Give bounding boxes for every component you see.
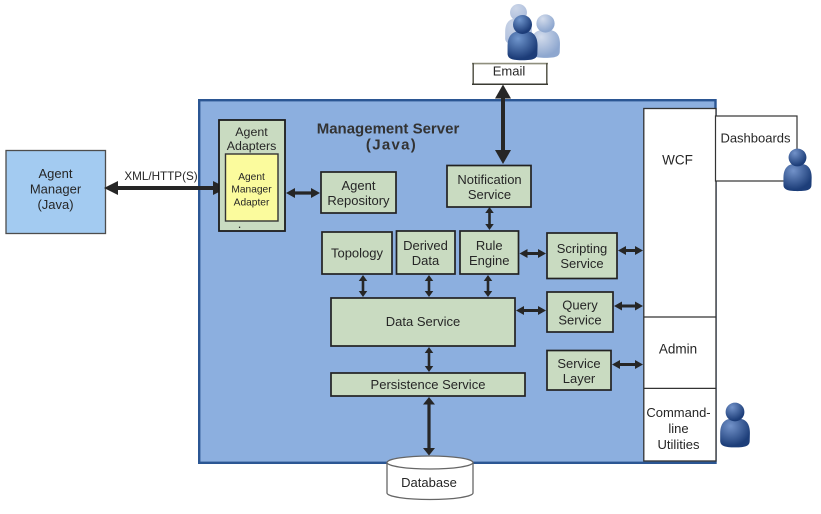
- svg-text:Manager: Manager: [30, 182, 82, 197]
- svg-text:Agent: Agent: [39, 166, 73, 181]
- svg-text:Topology: Topology: [331, 246, 384, 261]
- svg-text:.: .: [238, 216, 242, 231]
- svg-text:Derived: Derived: [403, 238, 448, 253]
- svg-text:XML/HTTP(S): XML/HTTP(S): [124, 170, 197, 183]
- svg-text:Notification: Notification: [457, 172, 521, 187]
- svg-text:Adapter: Adapter: [234, 197, 270, 208]
- svg-text:Persistence Service: Persistence Service: [371, 377, 486, 392]
- svg-text:Agent: Agent: [238, 172, 265, 183]
- svg-text:Service: Service: [560, 256, 603, 271]
- svg-text:Admin: Admin: [659, 342, 697, 357]
- svg-text:Layer: Layer: [563, 371, 596, 386]
- svg-text:Service: Service: [468, 187, 511, 202]
- svg-text:Manager: Manager: [231, 185, 272, 196]
- svg-text:Database: Database: [401, 475, 457, 490]
- svg-text:Adapters: Adapters: [227, 139, 277, 153]
- svg-text:Data Service: Data Service: [386, 314, 460, 329]
- svg-text:line: line: [668, 421, 688, 436]
- svg-text:Engine: Engine: [469, 253, 509, 268]
- svg-text:Rule: Rule: [476, 238, 503, 253]
- svg-text:Email: Email: [493, 64, 526, 79]
- svg-text:Command-: Command-: [646, 405, 710, 420]
- svg-text:Scripting: Scripting: [557, 241, 608, 256]
- svg-text:WCF: WCF: [662, 153, 693, 168]
- svg-text:Data: Data: [412, 253, 440, 268]
- svg-text:Service: Service: [558, 313, 601, 328]
- svg-text:Agent: Agent: [235, 125, 268, 139]
- svg-text:(Java): (Java): [37, 197, 73, 212]
- svg-text:Service: Service: [557, 356, 600, 371]
- svg-text:Repository: Repository: [327, 193, 390, 208]
- svg-text:Query: Query: [562, 298, 598, 313]
- svg-text:Management Server: Management Server: [317, 121, 460, 138]
- svg-text:Dashboards: Dashboards: [720, 131, 791, 146]
- svg-text:Agent: Agent: [342, 178, 376, 193]
- svg-text:Utilities: Utilities: [658, 437, 700, 452]
- svg-text:(Java): (Java): [366, 137, 417, 154]
